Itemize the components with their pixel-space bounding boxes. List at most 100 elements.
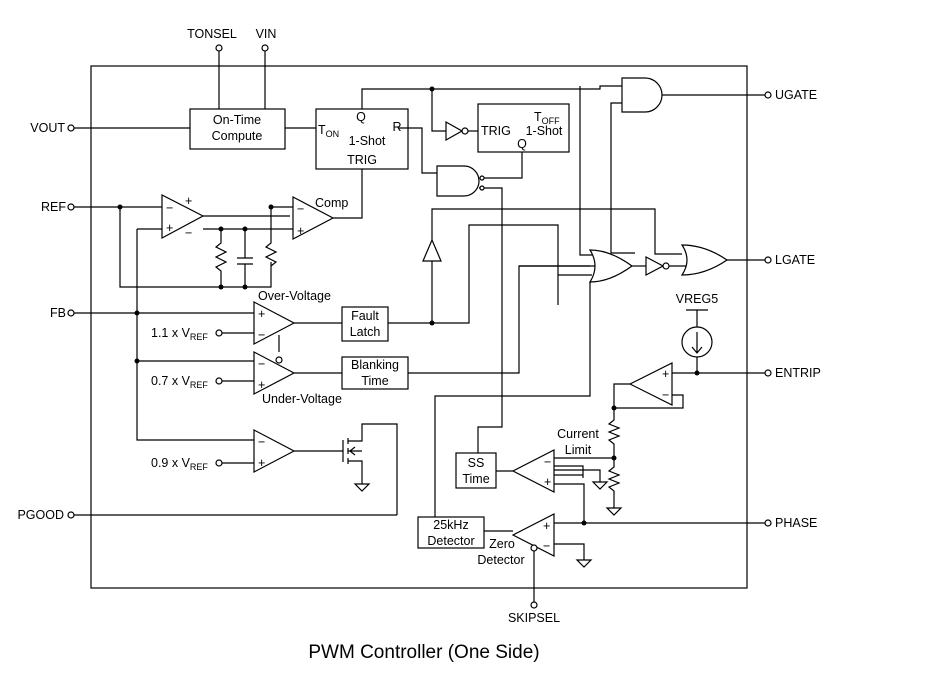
compensation-capacitor [237, 229, 253, 287]
svg-text:−: − [544, 455, 551, 469]
svg-text:−: − [166, 201, 173, 215]
svg-text:−: − [258, 357, 265, 371]
feedback-resistor-1 [214, 229, 228, 287]
error-amplifier [161, 194, 205, 240]
pg-ref-label: 0.9 x VREF [151, 456, 208, 472]
ref-return-wire [119, 207, 272, 288]
toff-trig-label: TRIG [481, 124, 511, 138]
ov-comparator [253, 301, 296, 345]
pin-ugate [764, 91, 772, 99]
tonsel-vin-wires [218, 51, 266, 109]
svg-text:+: + [544, 475, 551, 489]
fault-to-lgate-wire [431, 208, 682, 255]
pin-tonsel-label: TONSEL [187, 27, 237, 41]
ton-q-label: Q [356, 110, 366, 124]
toff-q-to-and-wire [480, 152, 523, 179]
fb-bus [136, 229, 254, 441]
pgood-comparator [253, 429, 296, 473]
svg-text:−: − [543, 539, 550, 553]
lgate-inverter [645, 256, 665, 276]
fault-buffer [422, 238, 442, 262]
svg-text:+: + [543, 519, 550, 533]
fault-label-1: Fault [351, 309, 379, 323]
svg-text:+: + [297, 224, 304, 238]
ugate-and-gate [621, 77, 663, 113]
uv-label: Under-Voltage [262, 392, 342, 406]
svg-text:+: + [185, 194, 192, 208]
fault-latch-block [341, 306, 389, 342]
pin-vout [67, 124, 75, 132]
svg-text:−: − [662, 388, 669, 402]
zero-label-1: Zero [489, 537, 515, 551]
current-limit-label-2: Limit [565, 443, 592, 457]
pwm-comparator [292, 196, 335, 240]
lgate-inverter-bubble [662, 262, 670, 270]
pin-tonsel [215, 44, 223, 52]
pin-skipsel-label: SKIPSEL [508, 611, 560, 625]
pin-ref [67, 203, 75, 211]
ov-label: Over-Voltage [258, 289, 331, 303]
svg-text:−: − [258, 435, 265, 449]
toff-label: TOFF [534, 110, 560, 126]
ontime-compute-block [189, 108, 286, 150]
ov-ref-label: 1.1 x VREF [151, 326, 208, 342]
zero-label-2: Detector [477, 553, 524, 567]
pin-pgood [67, 511, 75, 519]
svg-text:+: + [258, 456, 265, 470]
r-to-and-wire [398, 127, 437, 174]
25khz-detector-block [417, 516, 485, 549]
ton-r-label: R [392, 120, 401, 134]
controller-boundary [90, 65, 748, 589]
uv-ref-label: 0.7 x VREF [151, 374, 208, 390]
pin-pgood-label: PGOOD [17, 508, 64, 522]
pin-ref-label: REF [41, 200, 66, 214]
or-gate-1 [588, 249, 634, 283]
and-to-ss-wire [477, 187, 503, 453]
current-limit-resistor-1 [607, 408, 621, 458]
svg-text:+: + [662, 367, 669, 381]
svg-text:+: + [166, 221, 173, 235]
det-label-2: Detector [427, 534, 474, 548]
ton-oneshot-label: 1-Shot [349, 134, 386, 148]
feedback-resistor-2 [264, 207, 278, 267]
fault-latch-out-wire [388, 224, 559, 324]
pin-lgate-label: LGATE [775, 253, 815, 267]
ontime-label-1: On-Time [213, 113, 261, 127]
ugate-feedback-wire [610, 102, 635, 254]
pin-fb-label: FB [50, 306, 66, 320]
ontime-label-2: Compute [212, 129, 263, 143]
blanking-time-block [341, 356, 409, 390]
toff-q-label: Q [517, 137, 527, 151]
ss-label-1: SS [468, 456, 485, 470]
ss-time-block [455, 452, 497, 489]
fault-label-2: Latch [350, 325, 381, 339]
current-limit-resistor-2 [607, 458, 621, 508]
svg-text:−: − [297, 202, 304, 216]
svg-text:+: + [258, 378, 265, 392]
pin-vout-label: VOUT [30, 121, 65, 135]
pin-ugate-label: UGATE [775, 88, 817, 102]
comp-label: Comp [315, 196, 348, 210]
pin-vin-label: VIN [256, 27, 277, 41]
entrip-buffer [628, 362, 673, 406]
pin-lgate [764, 256, 772, 264]
pin-phase-label: PHASE [775, 516, 817, 530]
blank-label-2: Time [361, 374, 388, 388]
pin-entrip [764, 369, 772, 377]
detector-to-or-wire [434, 282, 591, 517]
trigger-and-gate [436, 165, 480, 197]
ton-oneshot-block [315, 108, 409, 170]
pin-phase [764, 519, 772, 527]
ton-label: TON [318, 123, 339, 139]
current-limit-comparator [511, 449, 555, 493]
ton-q-to-ugate-and-wire [432, 85, 622, 90]
pin-fb [67, 309, 75, 317]
svg-text:−: − [258, 328, 265, 342]
svg-text:−: − [185, 226, 192, 240]
toff-oneshot-label: 1-Shot [526, 124, 563, 138]
toff-oneshot-block [477, 103, 570, 153]
toff-inverter [445, 120, 464, 142]
ton-trig-label: TRIG [347, 153, 377, 167]
pin-vin [261, 44, 269, 52]
det-label-1: 25kHz [433, 518, 468, 532]
